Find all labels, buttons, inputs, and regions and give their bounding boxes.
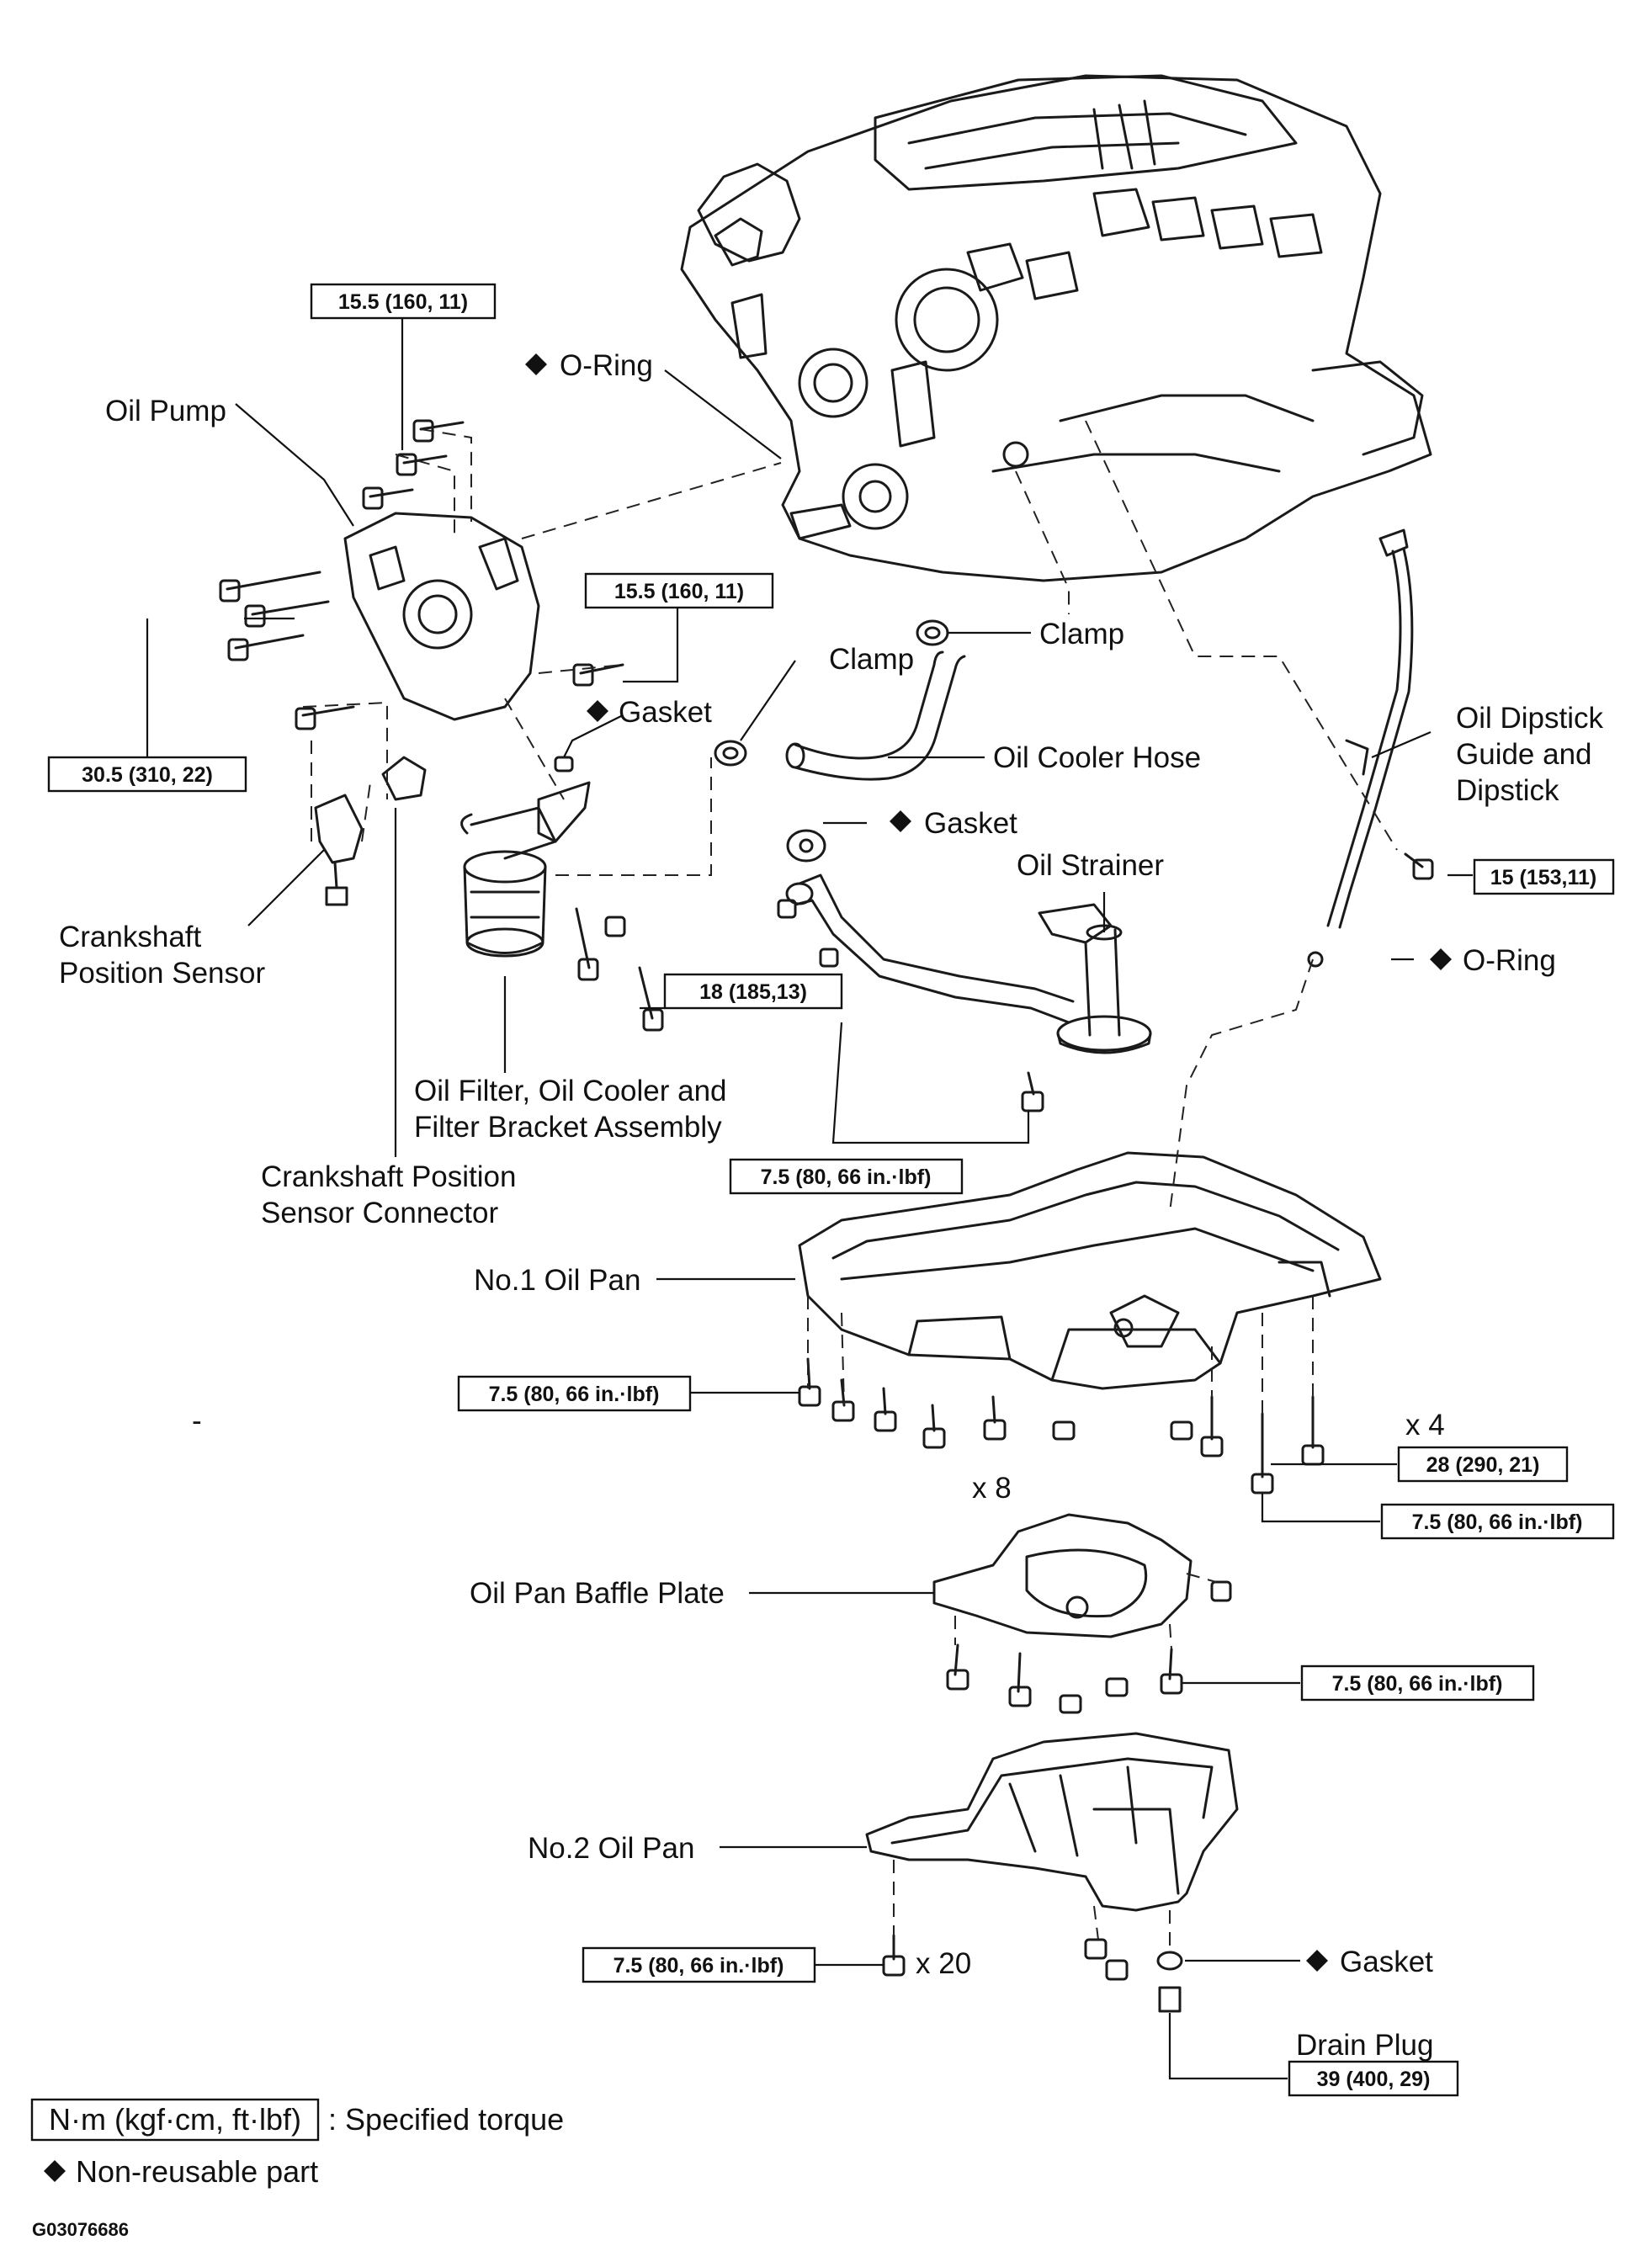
legend: N·m (kgf·cm, ft·lbf) : Specified torque …	[30, 2098, 564, 2240]
label-connector-line-1: Crankshaft Position	[261, 1160, 516, 1193]
label-oil-pump: Oil Pump	[105, 395, 226, 427]
torque-box-pump-left: 30.5 (310, 22)	[47, 756, 247, 793]
crankshaft-position-sensor-part	[314, 794, 364, 906]
oil-strainer-part	[777, 829, 1152, 1112]
baffle-plate-part	[932, 1513, 1232, 1714]
label-x20: x 20	[916, 1947, 971, 1980]
diamond-o-ring-right	[1430, 948, 1452, 970]
label-crank-sensor-line-2: Position Sensor	[59, 957, 265, 990]
torque-drain: 39 (400, 29)	[1317, 2068, 1431, 2091]
label-o-ring-right: O-Ring	[1463, 944, 1556, 977]
legend-diamond-icon	[44, 2160, 66, 2182]
legend-unit-text: : Specified torque	[328, 2102, 564, 2137]
torque-box-pump-right: 15.5 (160, 11)	[584, 572, 774, 609]
diamond-gasket-pump	[587, 700, 608, 722]
diamond-o-ring-top	[525, 353, 547, 375]
filter-bracket-bolts	[554, 756, 664, 1032]
label-gasket-strainer: Gasket	[924, 807, 1017, 840]
torque-box-drain: 39 (400, 29)	[1288, 2060, 1459, 2097]
torque-box-pan1-left: 7.5 (80, 66 in.·lbf)	[457, 1375, 692, 1412]
figure-code: G03076686	[32, 2219, 129, 2240]
label-filter-line-2: Filter Bracket Assembly	[414, 1111, 722, 1144]
oil-dipstick-part	[1307, 528, 1434, 968]
label-crank-sensor-line-1: Crankshaft	[59, 921, 202, 953]
no1-oil-pan-bolts	[798, 1357, 1325, 1495]
label-gasket-pump: Gasket	[619, 696, 712, 729]
torque-box-baffle: 7.5 (80, 66 in.·lbf)	[1300, 1664, 1535, 1702]
oil-filter-part	[460, 781, 591, 958]
label-drain-plug: Drain Plug	[1296, 2029, 1433, 2062]
torque-baffle: 7.5 (80, 66 in.·lbf)	[1332, 1672, 1503, 1696]
engine-assembly	[680, 74, 1432, 582]
label-connector-line-2: Sensor Connector	[261, 1197, 498, 1229]
sensor-connector-part	[381, 756, 427, 801]
torque-strainer-bolt: 7.5 (80, 66 in.·lbf)	[761, 1165, 932, 1189]
torque-box-pan1-long: 28 (290, 21)	[1397, 1446, 1569, 1483]
label-clamp-right: Clamp	[1039, 618, 1124, 650]
torque-box-strainer: 18 (185,13)	[663, 973, 843, 1010]
torque-box-pan2: 7.5 (80, 66 in.·lbf)	[582, 1946, 816, 1983]
torque-pan1-right: 7.5 (80, 66 in.·lbf)	[1412, 1510, 1583, 1534]
label-dipstick-line-3: Dipstick	[1456, 774, 1559, 807]
legend-unit-box: N·m (kgf·cm, ft·lbf)	[49, 2102, 301, 2137]
label-filter-line-1: Oil Filter, Oil Cooler and	[414, 1075, 727, 1107]
torque-pump-right: 15.5 (160, 11)	[614, 580, 744, 603]
no1-oil-pan-part	[798, 1151, 1382, 1390]
label-no2-oil-pan: No.2 Oil Pan	[528, 1832, 694, 1865]
label-dipstick-line-2: Guide and	[1456, 738, 1592, 771]
label-x4: x 4	[1405, 1409, 1445, 1441]
label-oil-cooler-hose: Oil Cooler Hose	[993, 741, 1201, 774]
torque-pan1-left: 7.5 (80, 66 in.·lbf)	[489, 1383, 660, 1406]
label-baffle-plate: Oil Pan Baffle Plate	[470, 1577, 725, 1610]
torque-box-dipstick: 15 (153,11)	[1473, 858, 1615, 895]
clamp-left-part	[714, 740, 747, 767]
torque-dipstick: 15 (153,11)	[1490, 866, 1597, 889]
label-clamp-left: Clamp	[829, 643, 914, 676]
torque-pump-left: 30.5 (310, 22)	[82, 763, 213, 787]
label-x8: x 8	[972, 1472, 1012, 1505]
alignment-lines	[302, 420, 1398, 1952]
label-dipstick-line-1: Oil Dipstick	[1456, 702, 1604, 735]
label-gasket-drain: Gasket	[1340, 1946, 1433, 1978]
no2-oil-pan-part	[865, 1732, 1239, 2013]
torque-strainer: 18 (185,13)	[699, 980, 807, 1004]
legend-nonreusable: Non-reusable part	[76, 2154, 318, 2189]
torque-pan2: 7.5 (80, 66 in.·lbf)	[614, 1954, 784, 1978]
label-oil-strainer: Oil Strainer	[1017, 849, 1164, 882]
clamp-right-part	[916, 619, 949, 646]
label-stray-dash: -	[192, 1404, 202, 1437]
label-o-ring-top: O-Ring	[560, 349, 653, 382]
pump-bolts	[219, 419, 624, 730]
leader-lines	[146, 310, 1473, 2080]
torque-box-pan1-right: 7.5 (80, 66 in.·lbf)	[1380, 1503, 1615, 1540]
torque-pan1-long: 28 (290, 21)	[1426, 1453, 1540, 1477]
torque-box-pump-top: 15.5 (160, 11)	[310, 283, 497, 320]
torque-pump-top: 15.5 (160, 11)	[338, 290, 468, 314]
oil-cooler-hose-part	[785, 650, 966, 781]
diamond-gasket-drain	[1306, 1950, 1328, 1972]
label-no1-oil-pan: No.1 Oil Pan	[474, 1264, 640, 1297]
oil-pump-part	[343, 512, 540, 721]
diamond-gasket-strainer	[890, 810, 911, 832]
torque-box-strainer-bolt: 7.5 (80, 66 in.·lbf)	[729, 1158, 964, 1195]
